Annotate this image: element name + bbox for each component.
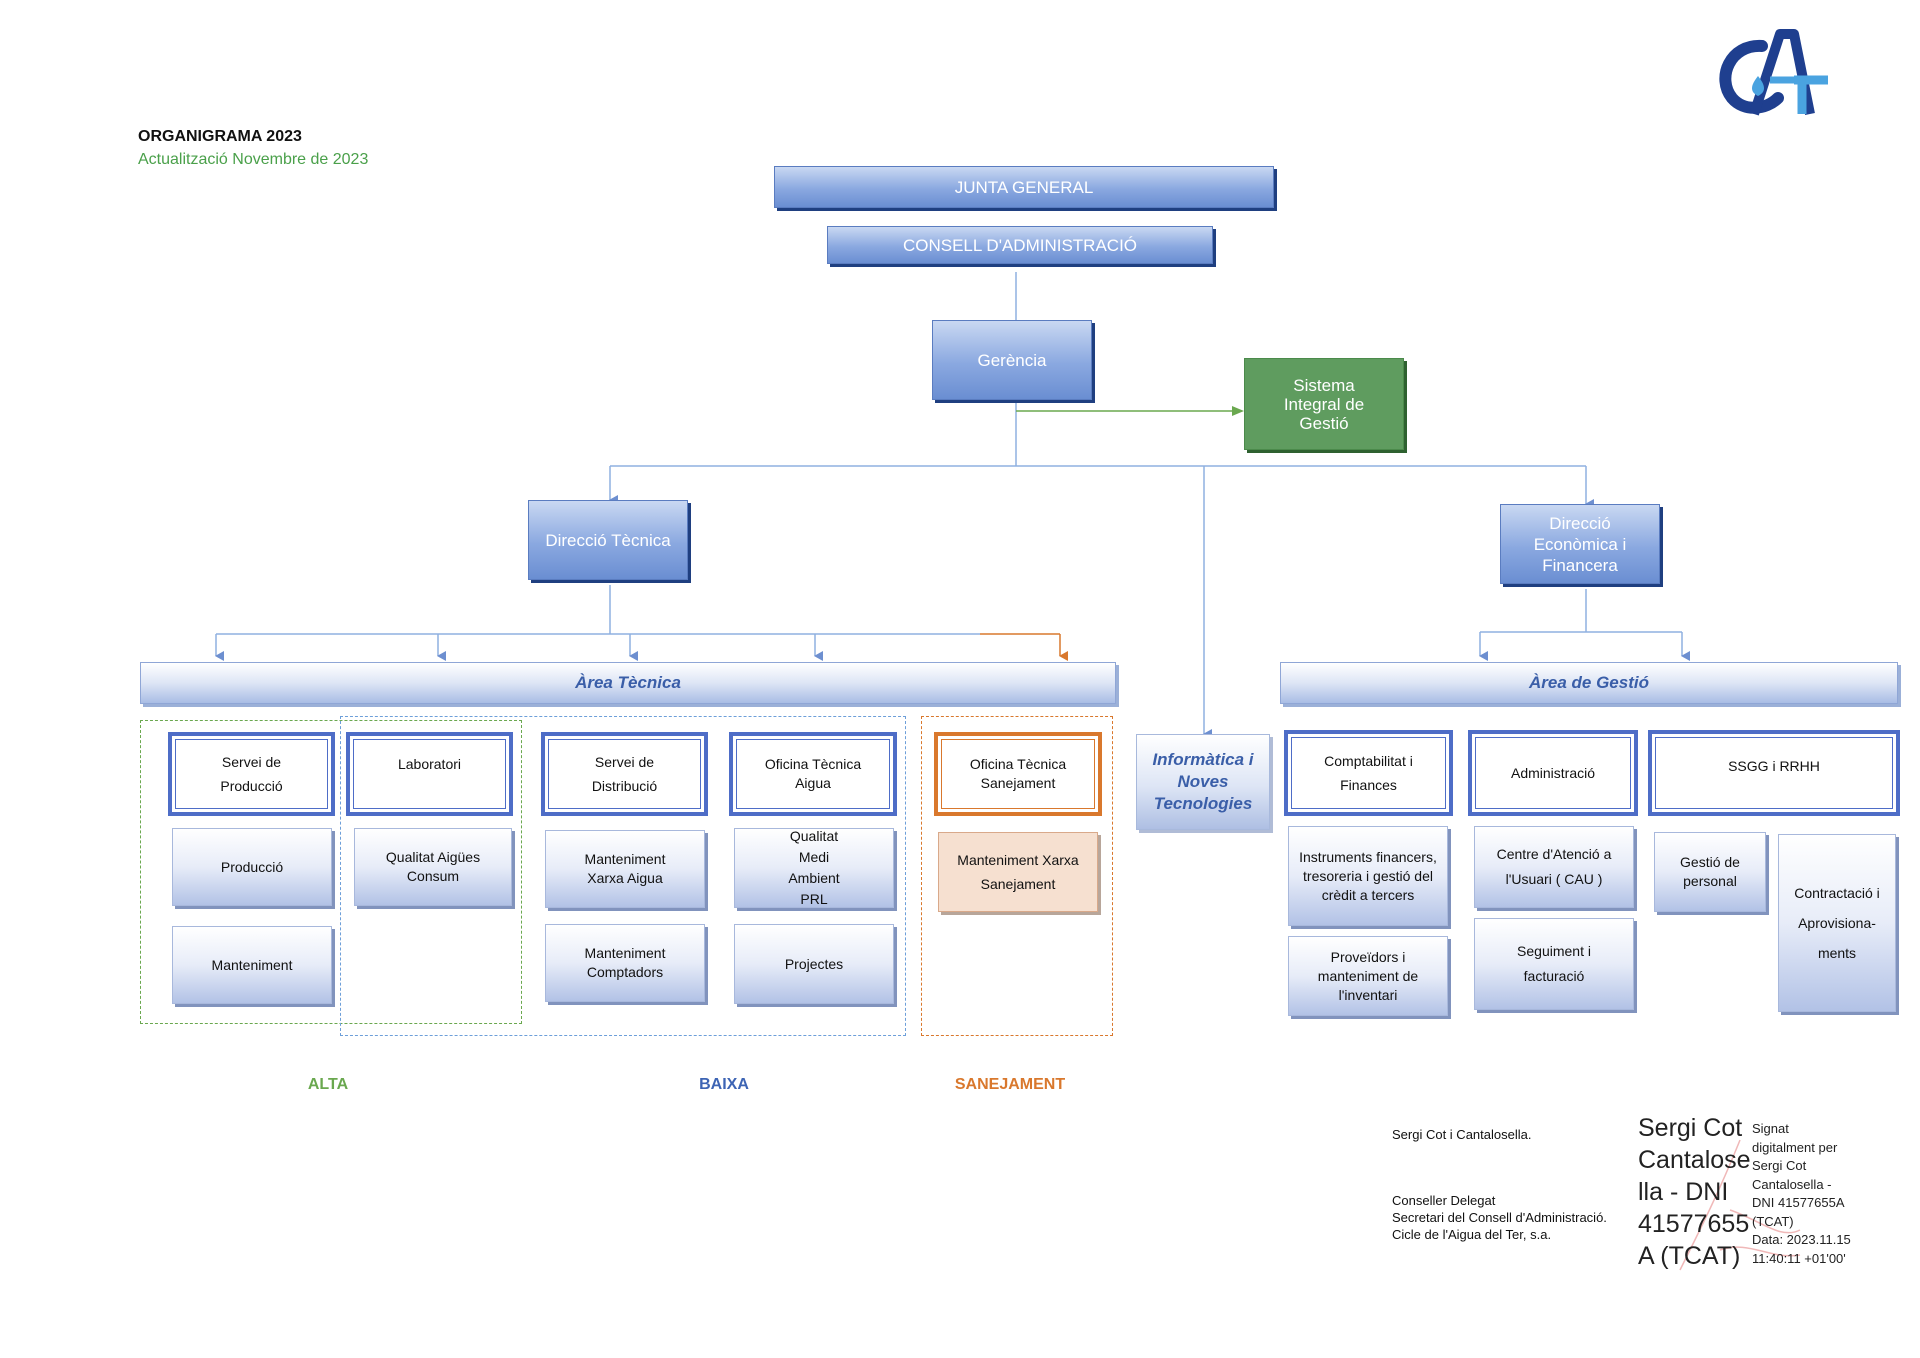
unit-head-servei-produccio[interactable]: Servei de Producció xyxy=(168,732,335,816)
group-alta-frame xyxy=(140,720,522,1024)
unit-head-comptabilitat-finances[interactable]: Comptabilitat i Finances xyxy=(1284,730,1453,816)
area-tecnica-bar[interactable]: Àrea Tècnica xyxy=(140,662,1116,704)
sub-instruments-financers[interactable]: Instruments financers, tresoreria i gest… xyxy=(1288,826,1448,926)
unit-head-oficina-tecnica-aigua[interactable]: Oficina Tècnica Aigua xyxy=(729,732,897,816)
sub-produccio[interactable]: Producció xyxy=(172,828,332,906)
unit-head-ssgg-rrhh[interactable]: SSGG i RRHH xyxy=(1648,730,1900,816)
sub-manteniment-xarxa-sanejament[interactable]: Manteniment Xarxa Sanejament xyxy=(938,832,1098,912)
sub-manteniment-xarxa-aigua[interactable]: Manteniment Xarxa Aigua xyxy=(545,830,705,908)
cat-water-logo-icon xyxy=(1719,29,1828,116)
digital-signature-name: Sergi Cot Cantalose lla - DNI 41577655 A… xyxy=(1638,1114,1751,1270)
sub-proveidors-inventari[interactable]: Proveïdors i manteniment de l'inventari xyxy=(1288,936,1448,1016)
sub-qualitat-aigues-consum[interactable]: Qualitat Aigües Consum xyxy=(354,828,512,906)
unit-head-oficina-tecnica-sanejament[interactable]: Oficina Tècnica Sanejament xyxy=(934,732,1102,816)
page-title: ORGANIGRAMA 2023 xyxy=(138,128,302,145)
signature-scribble-icon xyxy=(1679,1139,1801,1271)
sub-projectes[interactable]: Projectes xyxy=(734,924,894,1004)
group-label-alta: ALTA xyxy=(307,1076,349,1093)
group-baixa-frame xyxy=(340,716,906,1036)
page-subtitle: Actualització Novembre de 2023 xyxy=(138,151,369,168)
direccio-tecnica-box[interactable]: Direcció Tècnica xyxy=(528,500,688,580)
group-sanejament-frame xyxy=(921,716,1113,1036)
signatory-name: Sergi Cot i Cantalosella. xyxy=(1392,1127,1532,1142)
sub-centre-atencio-usuari[interactable]: Centre d'Atenció a l'Usuari ( CAU ) xyxy=(1474,826,1634,908)
area-gestio-bar[interactable]: Àrea de Gestió xyxy=(1280,662,1898,704)
direccio-economica-box[interactable]: Direcció Econòmica i Financera xyxy=(1500,504,1660,584)
signatory-role-1: Conseller Delegat xyxy=(1392,1193,1496,1208)
consell-administracio-box[interactable]: CONSELL D'ADMINISTRACIÓ xyxy=(827,226,1213,264)
unit-head-laboratori[interactable]: Laboratori xyxy=(346,732,513,816)
sub-manteniment-comptadors[interactable]: Manteniment Comptadors xyxy=(545,924,705,1002)
unit-head-administracio[interactable]: Administració xyxy=(1468,730,1638,816)
junta-general-box[interactable]: JUNTA GENERAL xyxy=(774,166,1274,208)
sub-seguiment-facturacio[interactable]: Seguiment i facturació xyxy=(1474,918,1634,1010)
sub-qualitat-medi-ambient-prl[interactable]: Qualitat Medi Ambient PRL xyxy=(734,828,894,908)
group-label-baixa: BAIXA xyxy=(699,1076,749,1093)
group-label-sanejament: SANEJAMENT xyxy=(954,1076,1066,1093)
signatory-role-2: Secretari del Consell d'Administració. xyxy=(1392,1210,1607,1225)
gerencia-box[interactable]: Gerència xyxy=(932,320,1092,400)
sub-manteniment-produccio[interactable]: Manteniment xyxy=(172,926,332,1004)
unit-head-servei-distribucio[interactable]: Servei de Distribució xyxy=(541,732,708,816)
sub-gestio-personal[interactable]: Gestió de personal xyxy=(1654,832,1766,912)
digital-signature-details: Signat digitalment per Sergi Cot Cantalo… xyxy=(1752,1121,1851,1266)
sub-contractacio-aprovisionaments[interactable]: Contractació i Aprovisiona-ments xyxy=(1778,834,1896,1012)
informatica-noves-tecnologies-box[interactable]: Informàtica i Noves Tecnologies xyxy=(1136,734,1270,830)
sistema-integral-gestio-box[interactable]: Sistema Integral de Gestió xyxy=(1244,358,1404,450)
signatory-role-3: Cicle de l'Aigua del Ter, s.a. xyxy=(1392,1227,1552,1242)
